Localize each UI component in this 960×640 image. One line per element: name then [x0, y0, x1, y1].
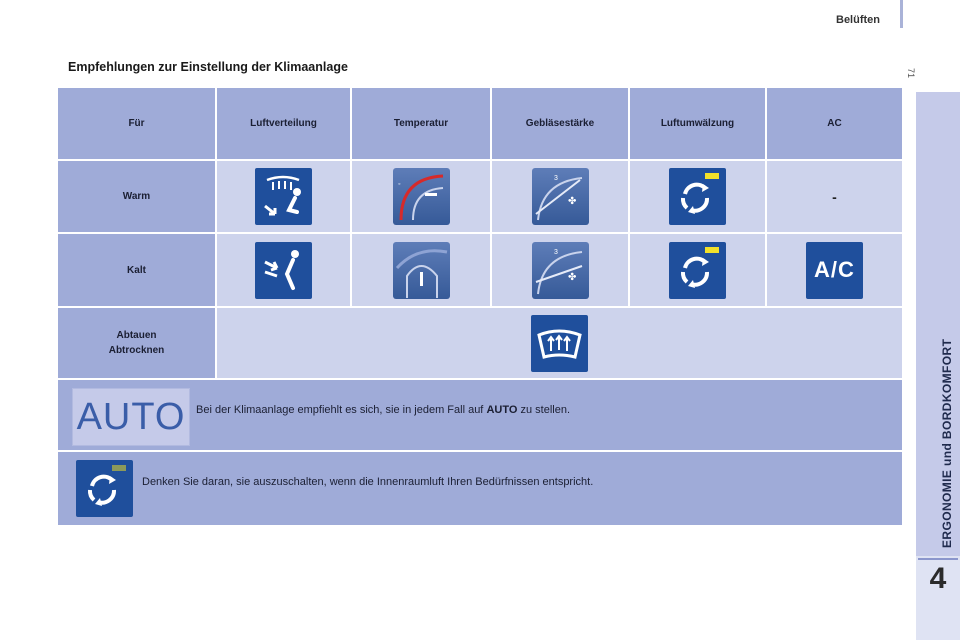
- header-cell-ac: AC: [767, 88, 902, 159]
- cell-kalt-temperatur: [352, 234, 490, 306]
- cell-kalt-luftverteilung: [217, 234, 350, 306]
- svg-text:3: 3: [554, 249, 558, 256]
- auto-note-bold: AUTO: [486, 404, 518, 416]
- header-divider: [900, 0, 903, 28]
- fan-dial-icon: 3 ✤: [531, 168, 589, 225]
- svg-text:◦: ◦: [398, 181, 400, 188]
- temperature-dial-warm-icon: ◦: [392, 168, 450, 225]
- cell-warm-ac: -: [767, 161, 902, 232]
- row-label-abtauen: Abtauen Abtrocknen: [58, 308, 215, 378]
- cell-kalt-luftumwaelzung: [630, 234, 765, 306]
- page-header-title: Belüften: [836, 14, 880, 26]
- cell-kalt-ac: A/C: [767, 234, 902, 306]
- temperature-dial-cold-icon: [392, 241, 450, 299]
- header-cell-luftverteilung: Luftverteilung: [217, 88, 350, 159]
- auto-button-icon: AUTO: [72, 388, 190, 446]
- ac-off-dash: -: [832, 188, 837, 205]
- chapter-number: 4: [929, 562, 947, 595]
- climate-recommendations-table: Für Luftverteilung Temperatur Gebläsestä…: [58, 88, 902, 525]
- face-vent-icon: [255, 241, 312, 299]
- svg-text:3: 3: [554, 175, 558, 182]
- windshield-feet-icon: [255, 168, 312, 225]
- auto-note-suffix: zu stellen.: [520, 404, 570, 416]
- header-cell-geblaesestaerke: Gebläsestärke: [492, 88, 628, 159]
- chapter-section-label: ERGONOMIE und BORDKOMFORT: [940, 338, 954, 548]
- svg-text:✤: ✤: [568, 272, 576, 283]
- recirculation-icon: [669, 241, 726, 299]
- section-title: Empfehlungen zur Einstellung der Klimaan…: [68, 60, 348, 74]
- cell-warm-luftverteilung: [217, 161, 350, 232]
- cell-kalt-geblaese: 3 ✤: [492, 234, 628, 306]
- header-cell-fuer: Für: [58, 88, 215, 159]
- ac-button-label: A/C: [814, 257, 855, 282]
- chapter-number-box: [916, 556, 960, 640]
- svg-text:✤: ✤: [568, 196, 576, 207]
- page-number: 71: [906, 68, 916, 79]
- row-label-line-1: Abtauen: [116, 330, 157, 341]
- recirc-note-text: Denken Sie daran, sie auszuschalten, wen…: [142, 476, 594, 488]
- auto-note-row: AUTO Bei der Klimaanlage empfiehlt es si…: [58, 380, 902, 450]
- auto-note-prefix: Bei der Klimaanlage empfiehlt es sich, s…: [196, 404, 484, 416]
- row-label-warm: Warm: [58, 161, 215, 232]
- cell-abtauen-settings: [217, 308, 902, 378]
- cell-warm-geblaese: 3 ✤: [492, 161, 628, 232]
- ac-button-icon: A/C: [806, 241, 863, 299]
- recirculation-icon: [76, 460, 133, 517]
- chapter-sidebar: [916, 92, 960, 640]
- recirc-note-row: Denken Sie daran, sie auszuschalten, wen…: [58, 452, 902, 525]
- defrost-windshield-icon: [531, 314, 588, 372]
- cell-warm-luftumwaelzung: [630, 161, 765, 232]
- recirculation-icon: [669, 168, 726, 225]
- row-label-text: Kalt: [127, 264, 146, 276]
- row-label-text: Warm: [122, 191, 151, 202]
- chapter-divider: [918, 558, 958, 560]
- header-cell-temperatur: Temperatur: [352, 88, 490, 159]
- row-label-kalt: Kalt: [58, 234, 215, 306]
- fan-dial-icon: 3 ✤: [531, 241, 589, 299]
- header-cell-luftumwaelzung: Luftumwälzung: [630, 88, 765, 159]
- auto-note-text: Bei der Klimaanlage empfiehlt es sich, s…: [196, 404, 570, 416]
- row-label-line-2: Abtrocknen: [108, 345, 165, 356]
- cell-warm-temperatur: ◦: [352, 161, 490, 232]
